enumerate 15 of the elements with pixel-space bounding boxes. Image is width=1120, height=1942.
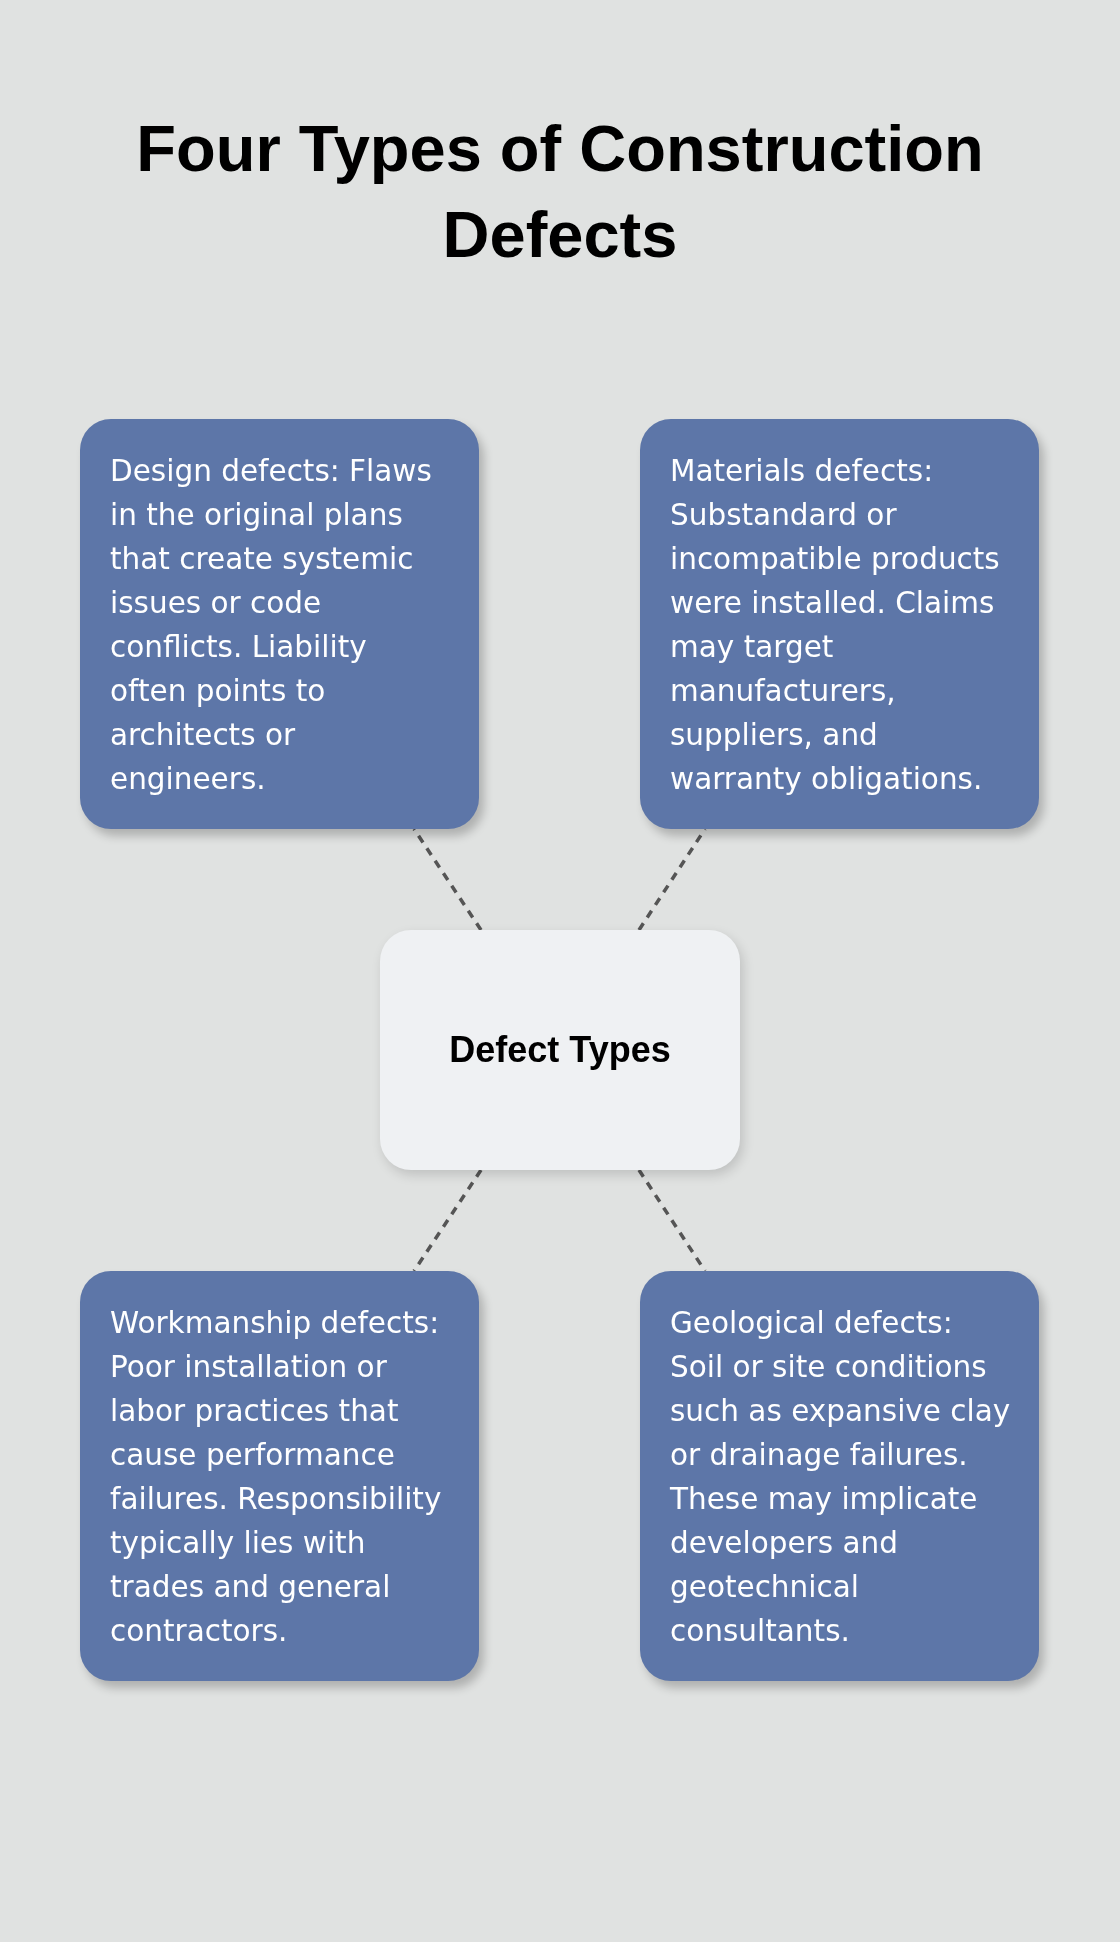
dashed-connector	[412, 1169, 483, 1272]
defect-card	[80, 1271, 479, 1681]
dashed-connector	[637, 828, 707, 931]
defect-card	[640, 419, 1039, 829]
diagram-title: Four Types of Construction Defects	[135, 111, 985, 273]
dashed-connector	[412, 828, 483, 931]
card-text: Materials defects: Substandard or incompatible products were installed. Claims may target manufacturers, suppliers, and warranty obligations.	[670, 453, 1001, 798]
defect-card	[80, 419, 479, 829]
card-text: Geological defects: Soil or site conditions such as expansive clay or drainage failures. These may implicate developers and geotechnical consultants.	[670, 1305, 1012, 1650]
dashed-connector	[637, 1169, 707, 1272]
defect-card	[640, 1271, 1039, 1681]
card-text: Design defects: Flaws in the original plans that create systemic issues or code conflicts. Liability often points to architects or engineers.	[110, 453, 433, 798]
central-topic-box	[380, 930, 740, 1170]
card-text: Workmanship defects: Poor installation or labor practices that cause performance failures. Responsibility typically lies with trades and general contractors.	[110, 1305, 443, 1650]
topic-label: Defect Types	[449, 1028, 671, 1072]
